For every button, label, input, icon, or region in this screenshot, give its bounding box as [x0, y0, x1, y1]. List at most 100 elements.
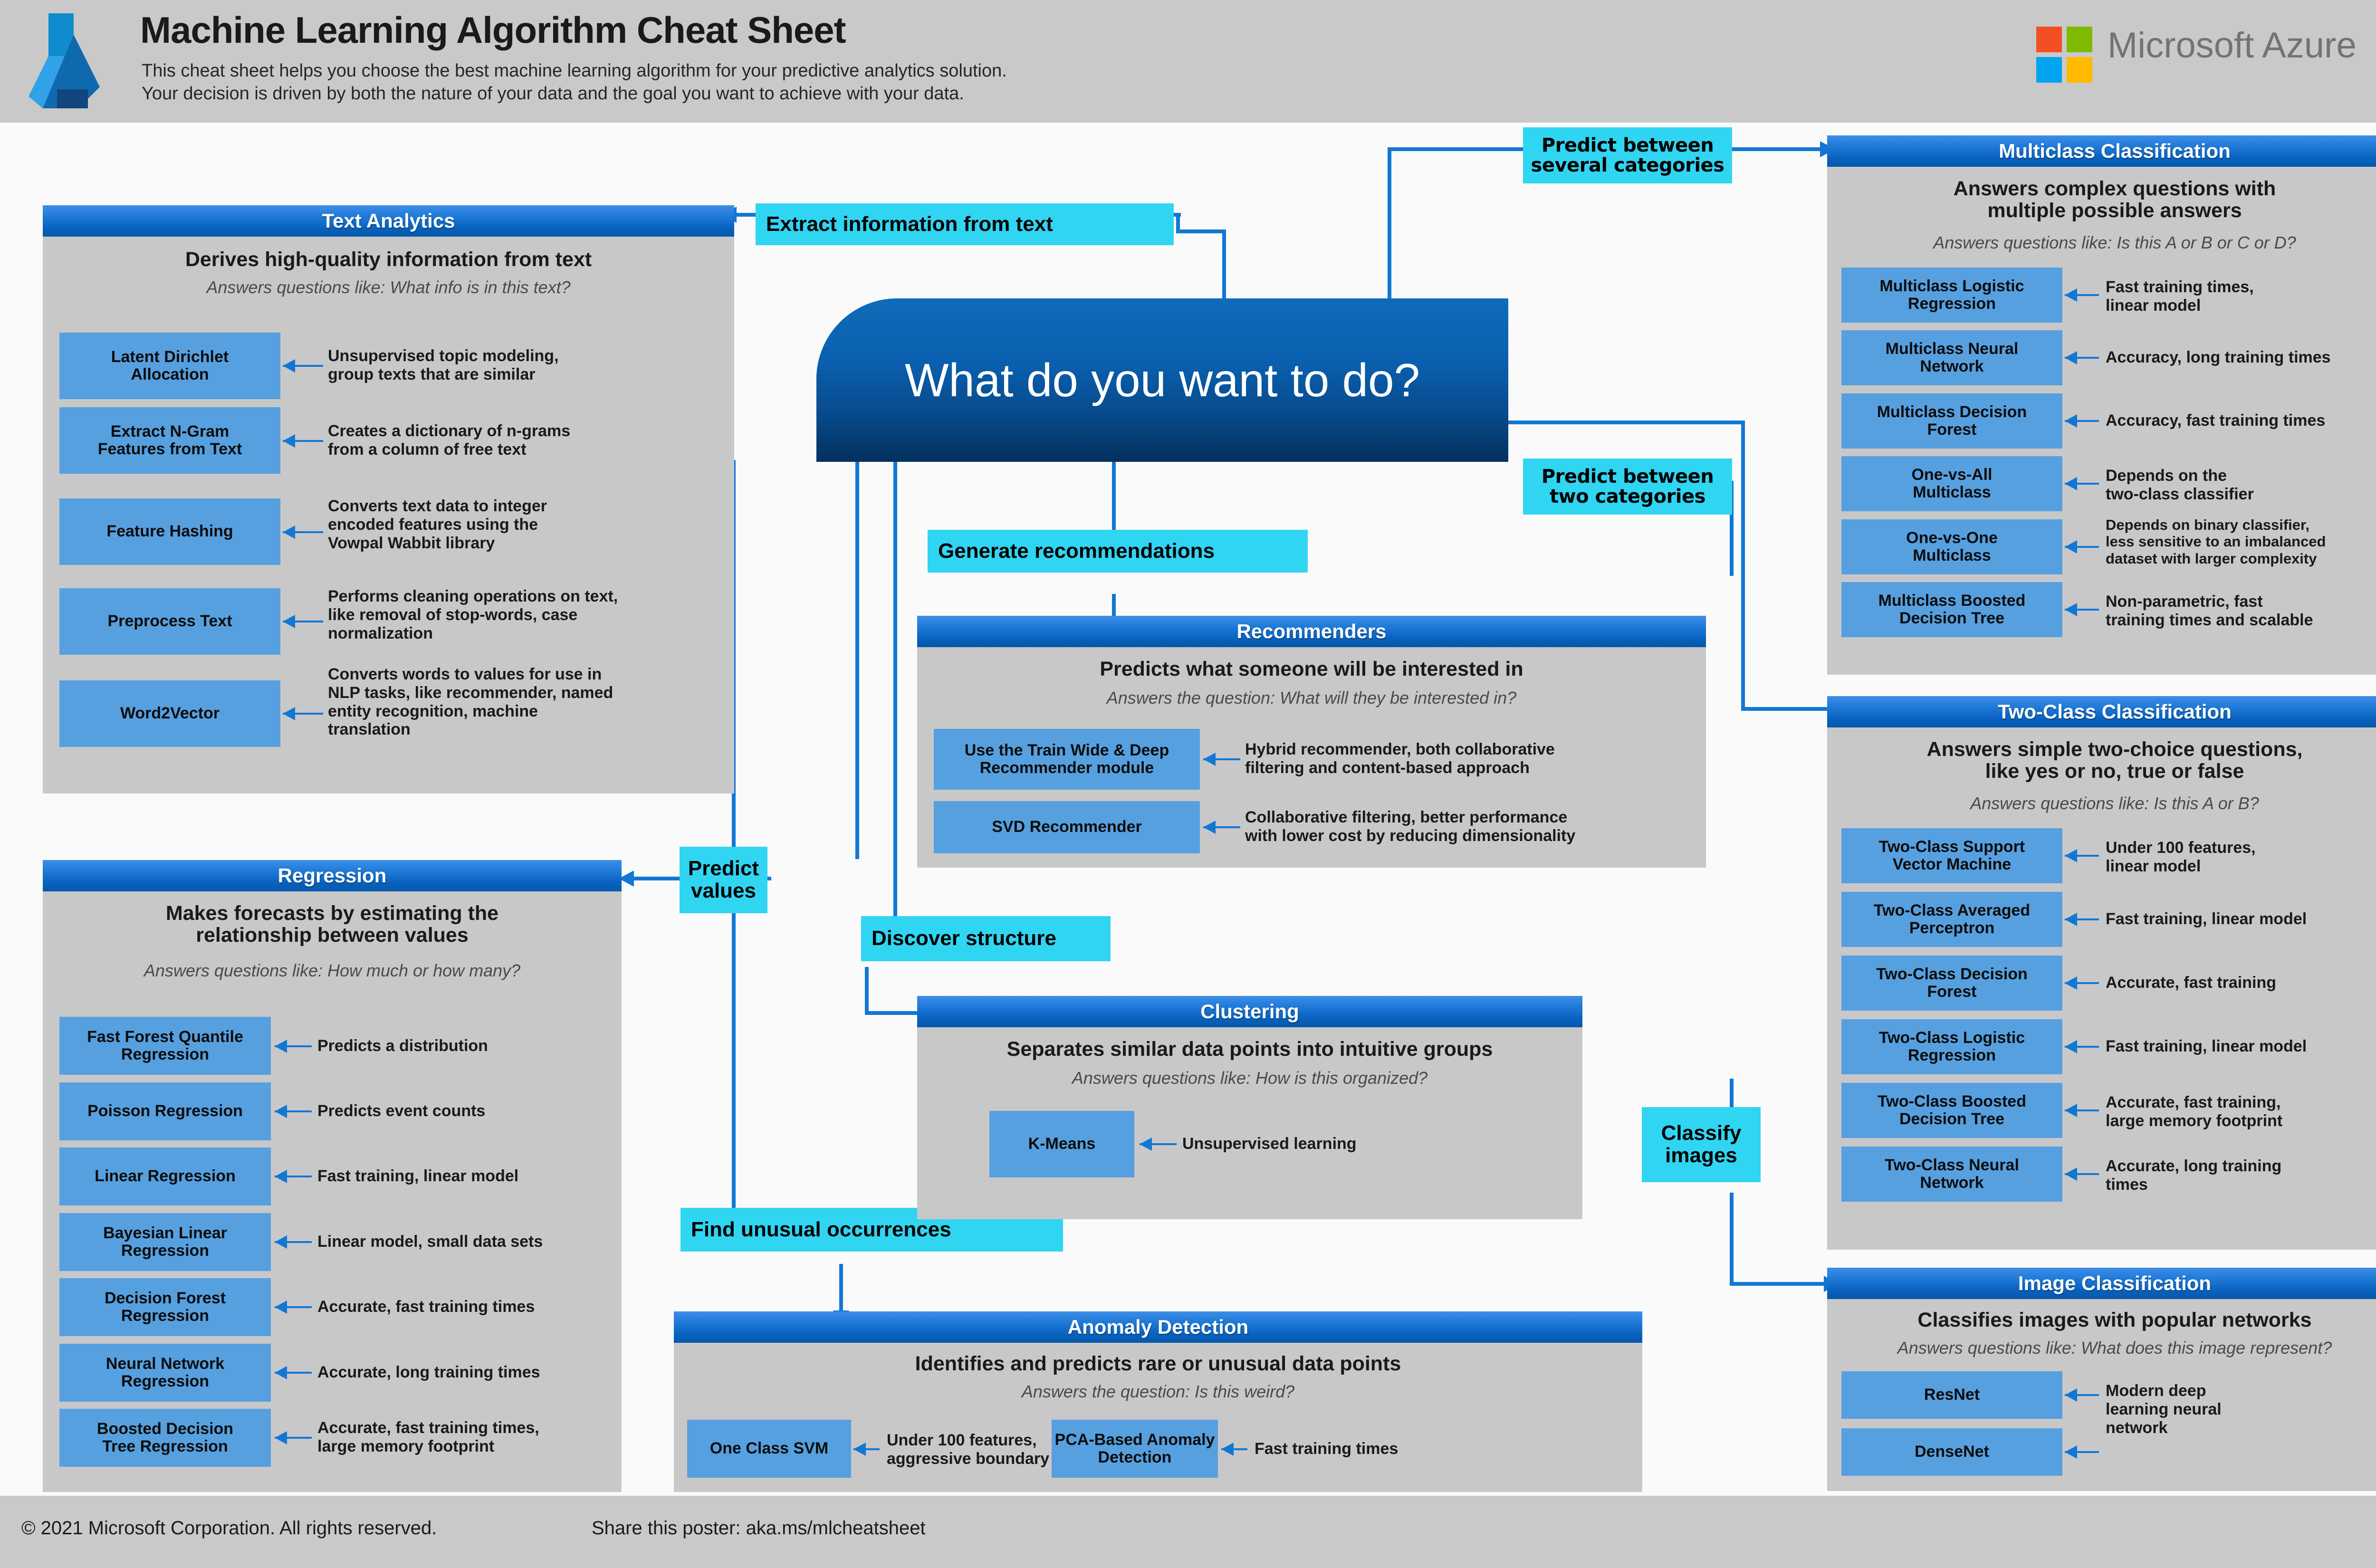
- decision-predict-between-two-categories[interactable]: Predict between two categories: [1523, 459, 1732, 515]
- chip-arrow-icon: [283, 359, 323, 373]
- algorithm-note: Accurate, fast training times, large mem…: [317, 1419, 539, 1455]
- algorithm-chip[interactable]: DenseNet: [1841, 1428, 2062, 1476]
- algorithm-note: Accurate, long training times: [317, 1363, 540, 1381]
- algorithm-chip[interactable]: Extract N-Gram Features from Text: [59, 407, 280, 474]
- algorithm-chip[interactable]: Two-Class Averaged Perceptron: [1841, 892, 2062, 947]
- page-footer: [0, 1496, 2376, 1568]
- footer-copyright: © 2021 Microsoft Corporation. All rights…: [21, 1518, 437, 1539]
- chip-arrow-icon: [1221, 1443, 1247, 1456]
- connector-line: [1388, 147, 1530, 151]
- algorithm-note: Accurate, fast training times: [317, 1298, 535, 1316]
- algorithm-chip[interactable]: Boosted Decision Tree Regression: [59, 1409, 271, 1467]
- algorithm-chip[interactable]: Use the Train Wide & Deep Recommender mo…: [934, 729, 1200, 790]
- panel-title-text-analytics: Text Analytics: [43, 205, 734, 237]
- chip-arrow-icon: [2065, 540, 2099, 554]
- algorithm-chip[interactable]: SVD Recommender: [934, 801, 1200, 853]
- connector-line: [623, 877, 680, 880]
- decision-predict-values[interactable]: Predict values: [680, 847, 767, 913]
- algorithm-note: Fast training times, linear model: [2106, 278, 2254, 315]
- chip-arrow-icon: [1203, 821, 1240, 834]
- panel-description: Derives high-quality information from te…: [185, 248, 592, 271]
- algorithm-chip[interactable]: Decision Forest Regression: [59, 1278, 271, 1336]
- algorithm-chip[interactable]: Multiclass Logistic Regression: [1841, 268, 2062, 323]
- algorithm-chip[interactable]: Word2Vector: [59, 680, 280, 747]
- algorithm-chip[interactable]: Two-Class Logistic Regression: [1841, 1019, 2062, 1074]
- algorithm-chip[interactable]: Two-Class Neural Network: [1841, 1147, 2062, 1202]
- footer-share-link[interactable]: Share this poster: aka.ms/mlcheatsheet: [592, 1518, 926, 1539]
- chip-arrow-icon: [1140, 1138, 1177, 1151]
- algorithm-chip[interactable]: Poisson Regression: [59, 1082, 271, 1140]
- decision-discover-structure[interactable]: Discover structure: [861, 916, 1111, 961]
- algorithm-chip[interactable]: Linear Regression: [59, 1147, 271, 1205]
- panel-question: Answers questions like: Is this A or B?: [1970, 794, 2259, 813]
- panel-title-two-class-classification: Two-Class Classification: [1827, 696, 2376, 727]
- algorithm-chip[interactable]: Multiclass Neural Network: [1841, 330, 2062, 385]
- algorithm-note: Fast training, linear model: [2106, 1037, 2307, 1055]
- central-decision-node[interactable]: What do you want to do?: [816, 298, 1508, 462]
- algorithm-chip[interactable]: Multiclass Boosted Decision Tree: [1841, 582, 2062, 637]
- algorithm-chip[interactable]: Bayesian Linear Regression: [59, 1213, 271, 1271]
- decision-generate-recommendations[interactable]: Generate recommendations: [928, 530, 1308, 573]
- algorithm-chip[interactable]: Two-Class Support Vector Machine: [1841, 828, 2062, 883]
- algorithm-note: Depends on the two-class classifier: [2106, 467, 2254, 503]
- algorithm-note: Under 100 features, linear model: [2106, 839, 2256, 875]
- algorithm-note: Fast training times: [1255, 1440, 1399, 1458]
- chip-arrow-icon: [2065, 1167, 2099, 1181]
- decision-extract-information-from-text[interactable]: Extract information from text: [756, 203, 1174, 245]
- panel-title-image-classification: Image Classification: [1827, 1268, 2376, 1299]
- azure-logo-icon: [29, 13, 100, 108]
- panel-question: Answers questions like: How is this orga…: [1072, 1068, 1428, 1088]
- algorithm-note: Hybrid recommender, both collaborative f…: [1245, 740, 1555, 777]
- algorithm-chip[interactable]: Preprocess Text: [59, 588, 280, 655]
- algorithm-chip[interactable]: Multiclass Decision Forest: [1841, 393, 2062, 449]
- connector-line: [839, 1264, 843, 1321]
- algorithm-chip[interactable]: Fast Forest Quantile Regression: [59, 1017, 271, 1075]
- chip-arrow-icon: [283, 434, 323, 448]
- connector-line: [855, 460, 859, 859]
- page-subtitle-line1: This cheat sheet helps you choose the be…: [142, 61, 1007, 81]
- chip-arrow-icon: [275, 1040, 312, 1053]
- page-title: Machine Learning Algorithm Cheat Sheet: [140, 9, 846, 51]
- panel-description: Makes forecasts by estimating the relati…: [165, 902, 499, 947]
- algorithm-chip[interactable]: Two-Class Boosted Decision Tree: [1841, 1083, 2062, 1138]
- algorithm-note: Accurate, fast training, large memory fo…: [2106, 1093, 2283, 1130]
- panel-title-multiclass-classification: Multiclass Classification: [1827, 135, 2376, 167]
- chip-arrow-icon: [2065, 1388, 2099, 1402]
- chip-arrow-icon: [2065, 913, 2099, 926]
- algorithm-chip[interactable]: Latent Dirichlet Allocation: [59, 333, 280, 399]
- chip-arrow-icon: [2065, 849, 2099, 862]
- chip-arrow-icon: [275, 1105, 312, 1118]
- algorithm-note: Converts text data to integer encoded fe…: [328, 497, 547, 552]
- panel-description: Identifies and predicts rare or unusual …: [915, 1352, 1401, 1375]
- algorithm-note: Fast training, linear model: [317, 1167, 519, 1185]
- algorithm-chip[interactable]: Neural Network Regression: [59, 1344, 271, 1402]
- panel-question: Answers questions like: What info is in …: [206, 277, 571, 297]
- central-decision-label: What do you want to do?: [904, 354, 1420, 406]
- algorithm-chip[interactable]: Two-Class Decision Forest: [1841, 956, 2062, 1011]
- chip-arrow-icon: [283, 526, 323, 539]
- panel-title-recommenders: Recommenders: [917, 616, 1706, 647]
- chip-arrow-icon: [2065, 477, 2099, 490]
- chip-arrow-icon: [2065, 351, 2099, 364]
- algorithm-note: Accuracy, fast training times: [2106, 411, 2326, 430]
- algorithm-chip[interactable]: PCA-Based Anomaly Detection: [1052, 1420, 1218, 1478]
- page-header: [0, 0, 2376, 123]
- algorithm-note: Converts words to values for use in NLP …: [328, 665, 613, 739]
- algorithm-chip[interactable]: Feature Hashing: [59, 498, 280, 565]
- algorithm-chip[interactable]: One Class SVM: [687, 1420, 851, 1478]
- panel-question: Answers the question: Is this weird?: [1021, 1382, 1295, 1401]
- algorithm-note: Collaborative filtering, better performa…: [1245, 808, 1576, 845]
- panel-question: Answers questions like: What does this i…: [1897, 1338, 2332, 1358]
- algorithm-chip[interactable]: One-vs-One Multiclass: [1841, 519, 2062, 574]
- algorithm-note: Performs cleaning operations on text, li…: [328, 587, 618, 642]
- algorithm-note: Unsupervised topic modeling, group texts…: [328, 347, 559, 383]
- algorithm-chip[interactable]: One-vs-All Multiclass: [1841, 456, 2062, 511]
- chip-arrow-icon: [2065, 1040, 2099, 1053]
- panel-title-clustering: Clustering: [917, 996, 1582, 1027]
- decision-predict-between-several-categories[interactable]: Predict between several categories: [1523, 127, 1732, 183]
- panel-regression: Regression Makes forecasts by estimating…: [43, 860, 622, 1492]
- decision-classify-images[interactable]: Classify images: [1642, 1107, 1761, 1182]
- algorithm-note: Depends on binary classifier, less sensi…: [2106, 516, 2326, 567]
- algorithm-chip[interactable]: ResNet: [1841, 1371, 2062, 1419]
- algorithm-chip[interactable]: K-Means: [989, 1111, 1134, 1177]
